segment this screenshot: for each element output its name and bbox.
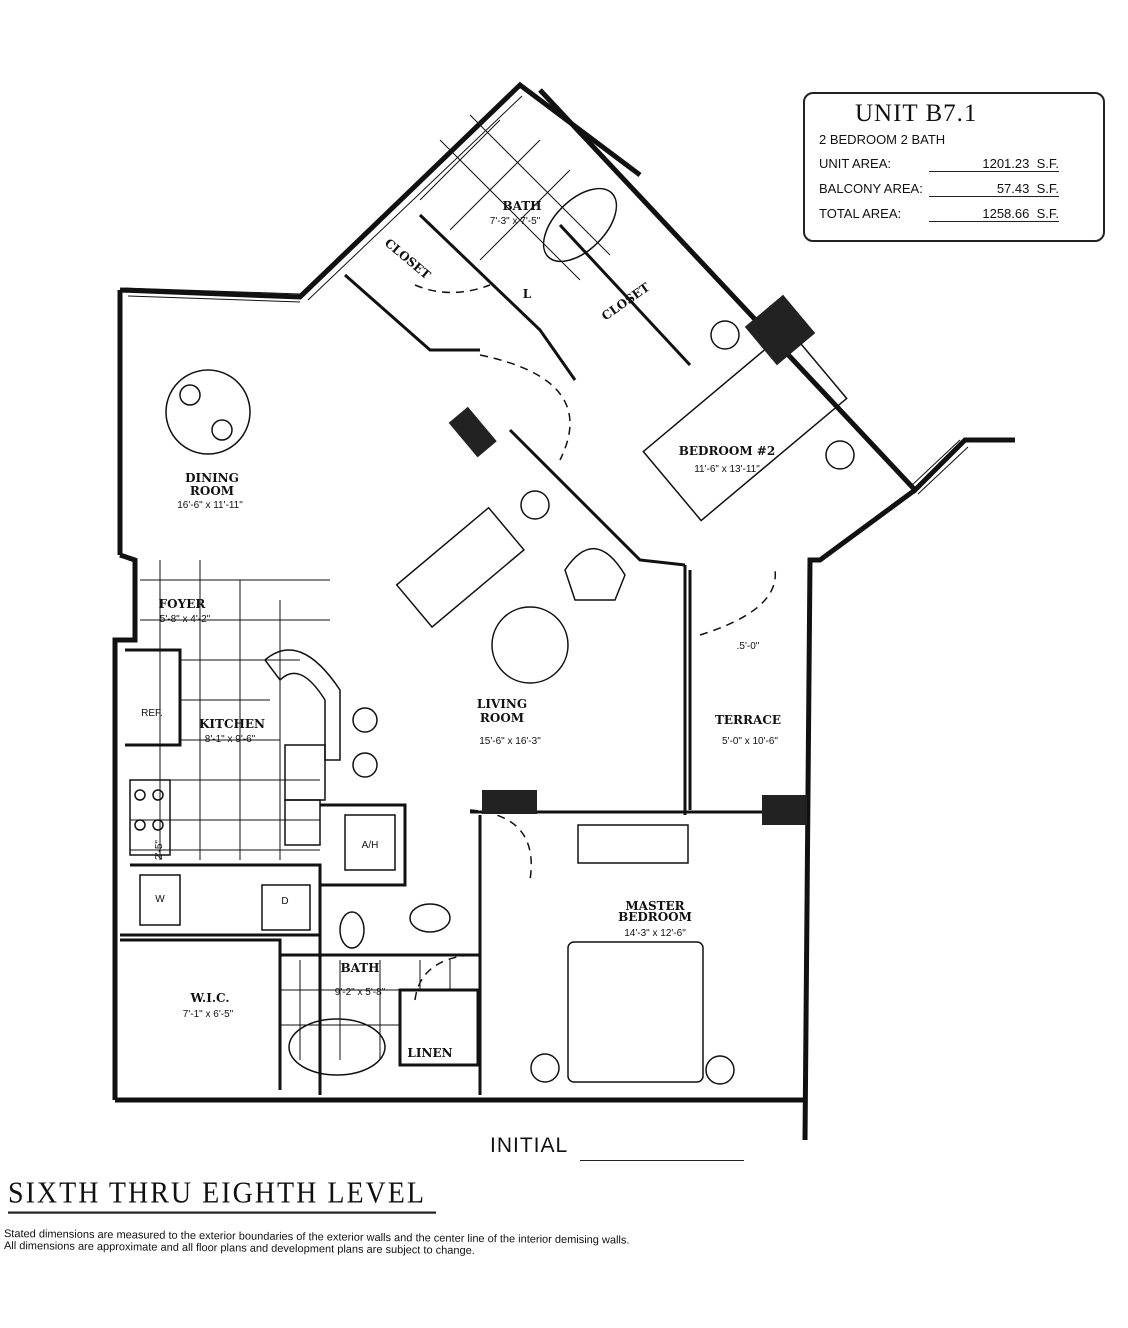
master-bedroom-dim: 14'-3" x 12'-6" [624, 928, 686, 939]
coffee-table [491, 606, 569, 684]
terrace-dim: 5'-0" x 10'-6" [722, 736, 778, 747]
living-room-dim: 15'-6" x 16'-3" [479, 736, 541, 747]
dresser [577, 824, 689, 864]
washer-label: W [155, 894, 165, 905]
master-bedroom-label: MASTER [625, 899, 685, 913]
armchair [564, 548, 626, 601]
master-bedroom-label-2: BEDROOM [618, 910, 692, 924]
unit-area-label: UNIT AREA: [819, 156, 892, 171]
unit-area-suffix: S.F. [1036, 156, 1059, 171]
foyer-label: FOYER [159, 597, 207, 611]
unit-name: UNIT B7.1 [855, 100, 978, 127]
bed-bath-count: 2 BEDROOM 2 BATH [819, 132, 946, 147]
master-bed [567, 941, 704, 1083]
unit-info-box: UNIT B7.1 2 BEDROOM 2 BATH UNIT AREA: 12… [803, 92, 1105, 242]
tile-grid [130, 114, 611, 1060]
dryer [261, 884, 311, 931]
dark-columns [448, 294, 816, 825]
ac-label: A/H [362, 840, 379, 851]
linen-label: LINEN [407, 1046, 452, 1060]
balcony-area-value: 57.43 S.F. [929, 181, 1059, 197]
dining-table [165, 369, 251, 455]
bedroom-2-label: BEDROOM #2 [679, 444, 775, 458]
balcony-area-number: 57.43 [996, 181, 1030, 196]
kitchen-wall-dim: 2'-5" [154, 840, 165, 860]
wall-hatching [124, 87, 969, 495]
unit-area-value: 1201.23 S.F. [929, 156, 1059, 172]
initial-line [580, 1160, 744, 1161]
furniture [129, 187, 855, 1085]
ac-unit [344, 814, 396, 871]
level-title: SIXTH THRU EIGHTH LEVEL [8, 1176, 436, 1214]
tub-upper [542, 187, 618, 263]
sofa [395, 506, 526, 629]
terrace-width-dim: .5'-0" [737, 641, 760, 652]
tub-lower [288, 1018, 386, 1076]
interior-walls [120, 213, 810, 1095]
wic-label: W.I.C. [189, 991, 229, 1005]
total-area-value: 1258.66 S.F. [929, 206, 1059, 222]
sink [409, 903, 451, 933]
wic-dim: 7'-1" x 6'-5" [183, 1009, 234, 1020]
kitchen-sink [284, 744, 326, 801]
dining-room-dim: 16'-6" x 11'-11" [177, 500, 243, 511]
total-area-label: TOTAL AREA: [819, 206, 902, 221]
kitchen-counter [263, 649, 341, 761]
balcony-area-label: BALCONY AREA: [819, 181, 923, 196]
range [129, 779, 171, 856]
linen-closet-label: L [523, 287, 532, 301]
bath-label: BATH [340, 961, 379, 975]
kitchen-dim: 8'-1" x 9'-6" [205, 734, 256, 745]
closet-1-label: CLOSET [382, 236, 433, 282]
living-room-label: LIVING [477, 697, 527, 711]
door-swings [414, 284, 776, 1001]
dryer-label: D [281, 896, 288, 907]
unit-area-number: 1201.23 [982, 156, 1030, 171]
living-room-label-2: ROOM [480, 711, 524, 725]
upper-bath-dim: 7'-3" x 7'-5" [490, 216, 541, 227]
toilet [339, 911, 365, 949]
kitchen-label: KITCHEN [199, 717, 265, 731]
foyer-dim: 5'-8" x 4'-2" [160, 614, 211, 625]
bath-dim: 9'-2" x 5'-8" [335, 987, 386, 998]
dishwasher [284, 799, 321, 846]
bed-2 [642, 328, 848, 522]
upper-bath-label: BATH [502, 199, 541, 213]
total-area-number: 1258.66 [982, 206, 1030, 221]
bedroom-2-dim: 11'-6" x 13'-11" [694, 464, 760, 475]
total-area-suffix: S.F. [1036, 206, 1059, 221]
terrace-label: TERRACE [715, 713, 781, 727]
washer [139, 874, 181, 926]
dining-room-label: DINING [185, 471, 239, 485]
exterior-walls [112, 81, 1015, 1141]
balcony-area-suffix: S.F. [1036, 181, 1059, 196]
ref-label: REF. [141, 708, 163, 719]
dining-room-label-2: ROOM [190, 484, 234, 498]
initial-label: INITIAL [490, 1134, 569, 1157]
